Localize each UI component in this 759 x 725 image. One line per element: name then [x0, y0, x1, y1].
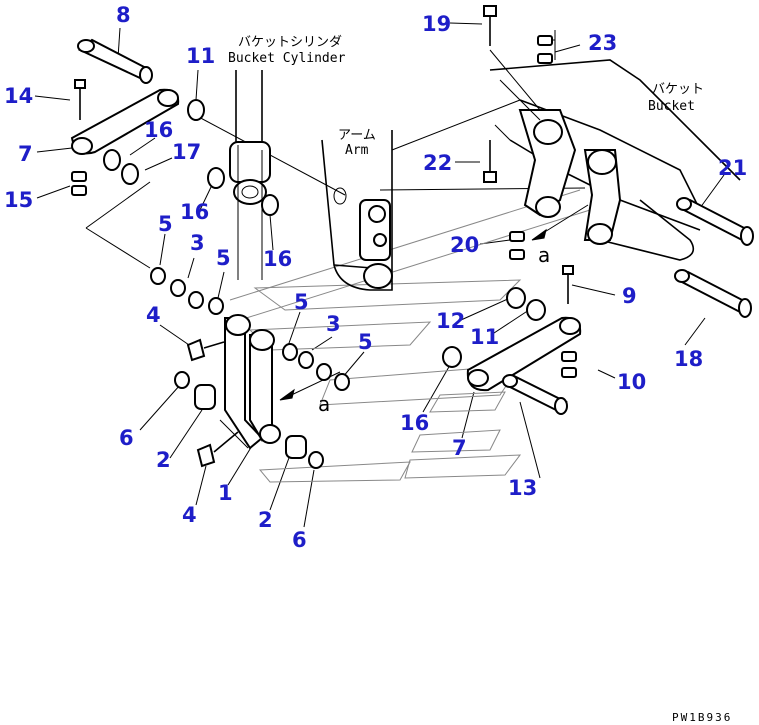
callout-22: 22 — [423, 151, 452, 175]
callout-numbers: 8 14 7 15 11 16 17 16 16 5 3 5 4 6 2 1 4… — [4, 3, 747, 552]
callout-1: 1 — [218, 481, 233, 505]
grease-fittings-4 — [186, 338, 239, 468]
bushings-left — [150, 267, 350, 469]
nuts-15 — [71, 171, 87, 196]
label-bucket-cylinder-jp: バケットシリンダ — [238, 35, 342, 50]
pin-8 — [77, 38, 153, 84]
bolt-9 — [562, 265, 574, 304]
arm — [321, 99, 521, 291]
ref-mark-a-right: a — [538, 243, 550, 267]
callout-12: 12 — [436, 309, 465, 333]
callout-16-cylinder: 16 — [263, 247, 292, 271]
link-1-assembly — [219, 314, 281, 450]
callout-8: 8 — [116, 3, 131, 27]
callout-2-right: 2 — [258, 508, 273, 532]
callout-23: 23 — [588, 31, 617, 55]
bolt-14 — [74, 79, 86, 120]
label-arm-jp: アーム — [338, 128, 376, 143]
nuts-10 — [561, 351, 577, 378]
nuts-20 — [509, 231, 525, 260]
callout-11-upper: 11 — [186, 44, 215, 68]
callout-17: 17 — [172, 140, 201, 164]
callout-4-lower: 4 — [182, 503, 197, 527]
callout-5-upper-right: 5 — [216, 246, 231, 270]
label-bucket-en: Bucket — [648, 99, 695, 114]
callout-15: 15 — [4, 188, 33, 212]
leader-lines — [34, 22, 725, 528]
callout-20: 20 — [450, 233, 479, 257]
reference-lines — [229, 189, 591, 483]
callout-18: 18 — [674, 347, 703, 371]
callout-6-right: 6 — [292, 528, 307, 552]
pin-13 — [502, 374, 568, 415]
callout-10: 10 — [617, 370, 646, 394]
callout-2-left: 2 — [156, 448, 171, 472]
washers-11-12-16-right — [442, 287, 546, 368]
link-7-upper — [70, 88, 180, 155]
callout-16-lower: 16 — [400, 411, 429, 435]
callout-9: 9 — [622, 284, 637, 308]
drawing-code: PW1B936 — [672, 711, 732, 724]
callout-19: 19 — [422, 12, 451, 36]
pin-18 — [674, 269, 752, 318]
bucket — [489, 59, 741, 261]
callout-5-upper-left: 5 — [158, 212, 173, 236]
label-arm-en: Arm — [345, 143, 369, 158]
callout-13: 13 — [508, 476, 537, 500]
callout-6-left: 6 — [119, 426, 134, 450]
label-bucket-cylinder-en: Bucket Cylinder — [228, 51, 346, 66]
callout-7-upper: 7 — [18, 142, 33, 166]
nuts-23 — [537, 35, 553, 64]
callout-5-mid: 5 — [294, 290, 309, 314]
callout-14: 14 — [4, 84, 33, 108]
bucket-cylinder — [229, 70, 271, 280]
callout-3-upper: 3 — [190, 231, 205, 255]
callout-21: 21 — [718, 156, 747, 180]
callout-5-lower: 5 — [358, 330, 373, 354]
washers-16-17-upper — [103, 99, 279, 216]
ref-mark-a-left: a — [318, 392, 330, 416]
callout-3-mid: 3 — [326, 312, 341, 336]
link-7-lower — [466, 316, 582, 392]
callout-4-upper: 4 — [146, 303, 161, 327]
bolt-22 — [483, 140, 497, 183]
callout-16-mid: 16 — [180, 200, 209, 224]
label-bucket-jp: バケット — [652, 82, 704, 97]
callout-11-lower: 11 — [470, 325, 499, 349]
callout-16-upper: 16 — [144, 118, 173, 142]
callout-7-lower: 7 — [452, 436, 467, 460]
bolt-19 — [483, 5, 541, 111]
pin-21 — [676, 197, 754, 246]
